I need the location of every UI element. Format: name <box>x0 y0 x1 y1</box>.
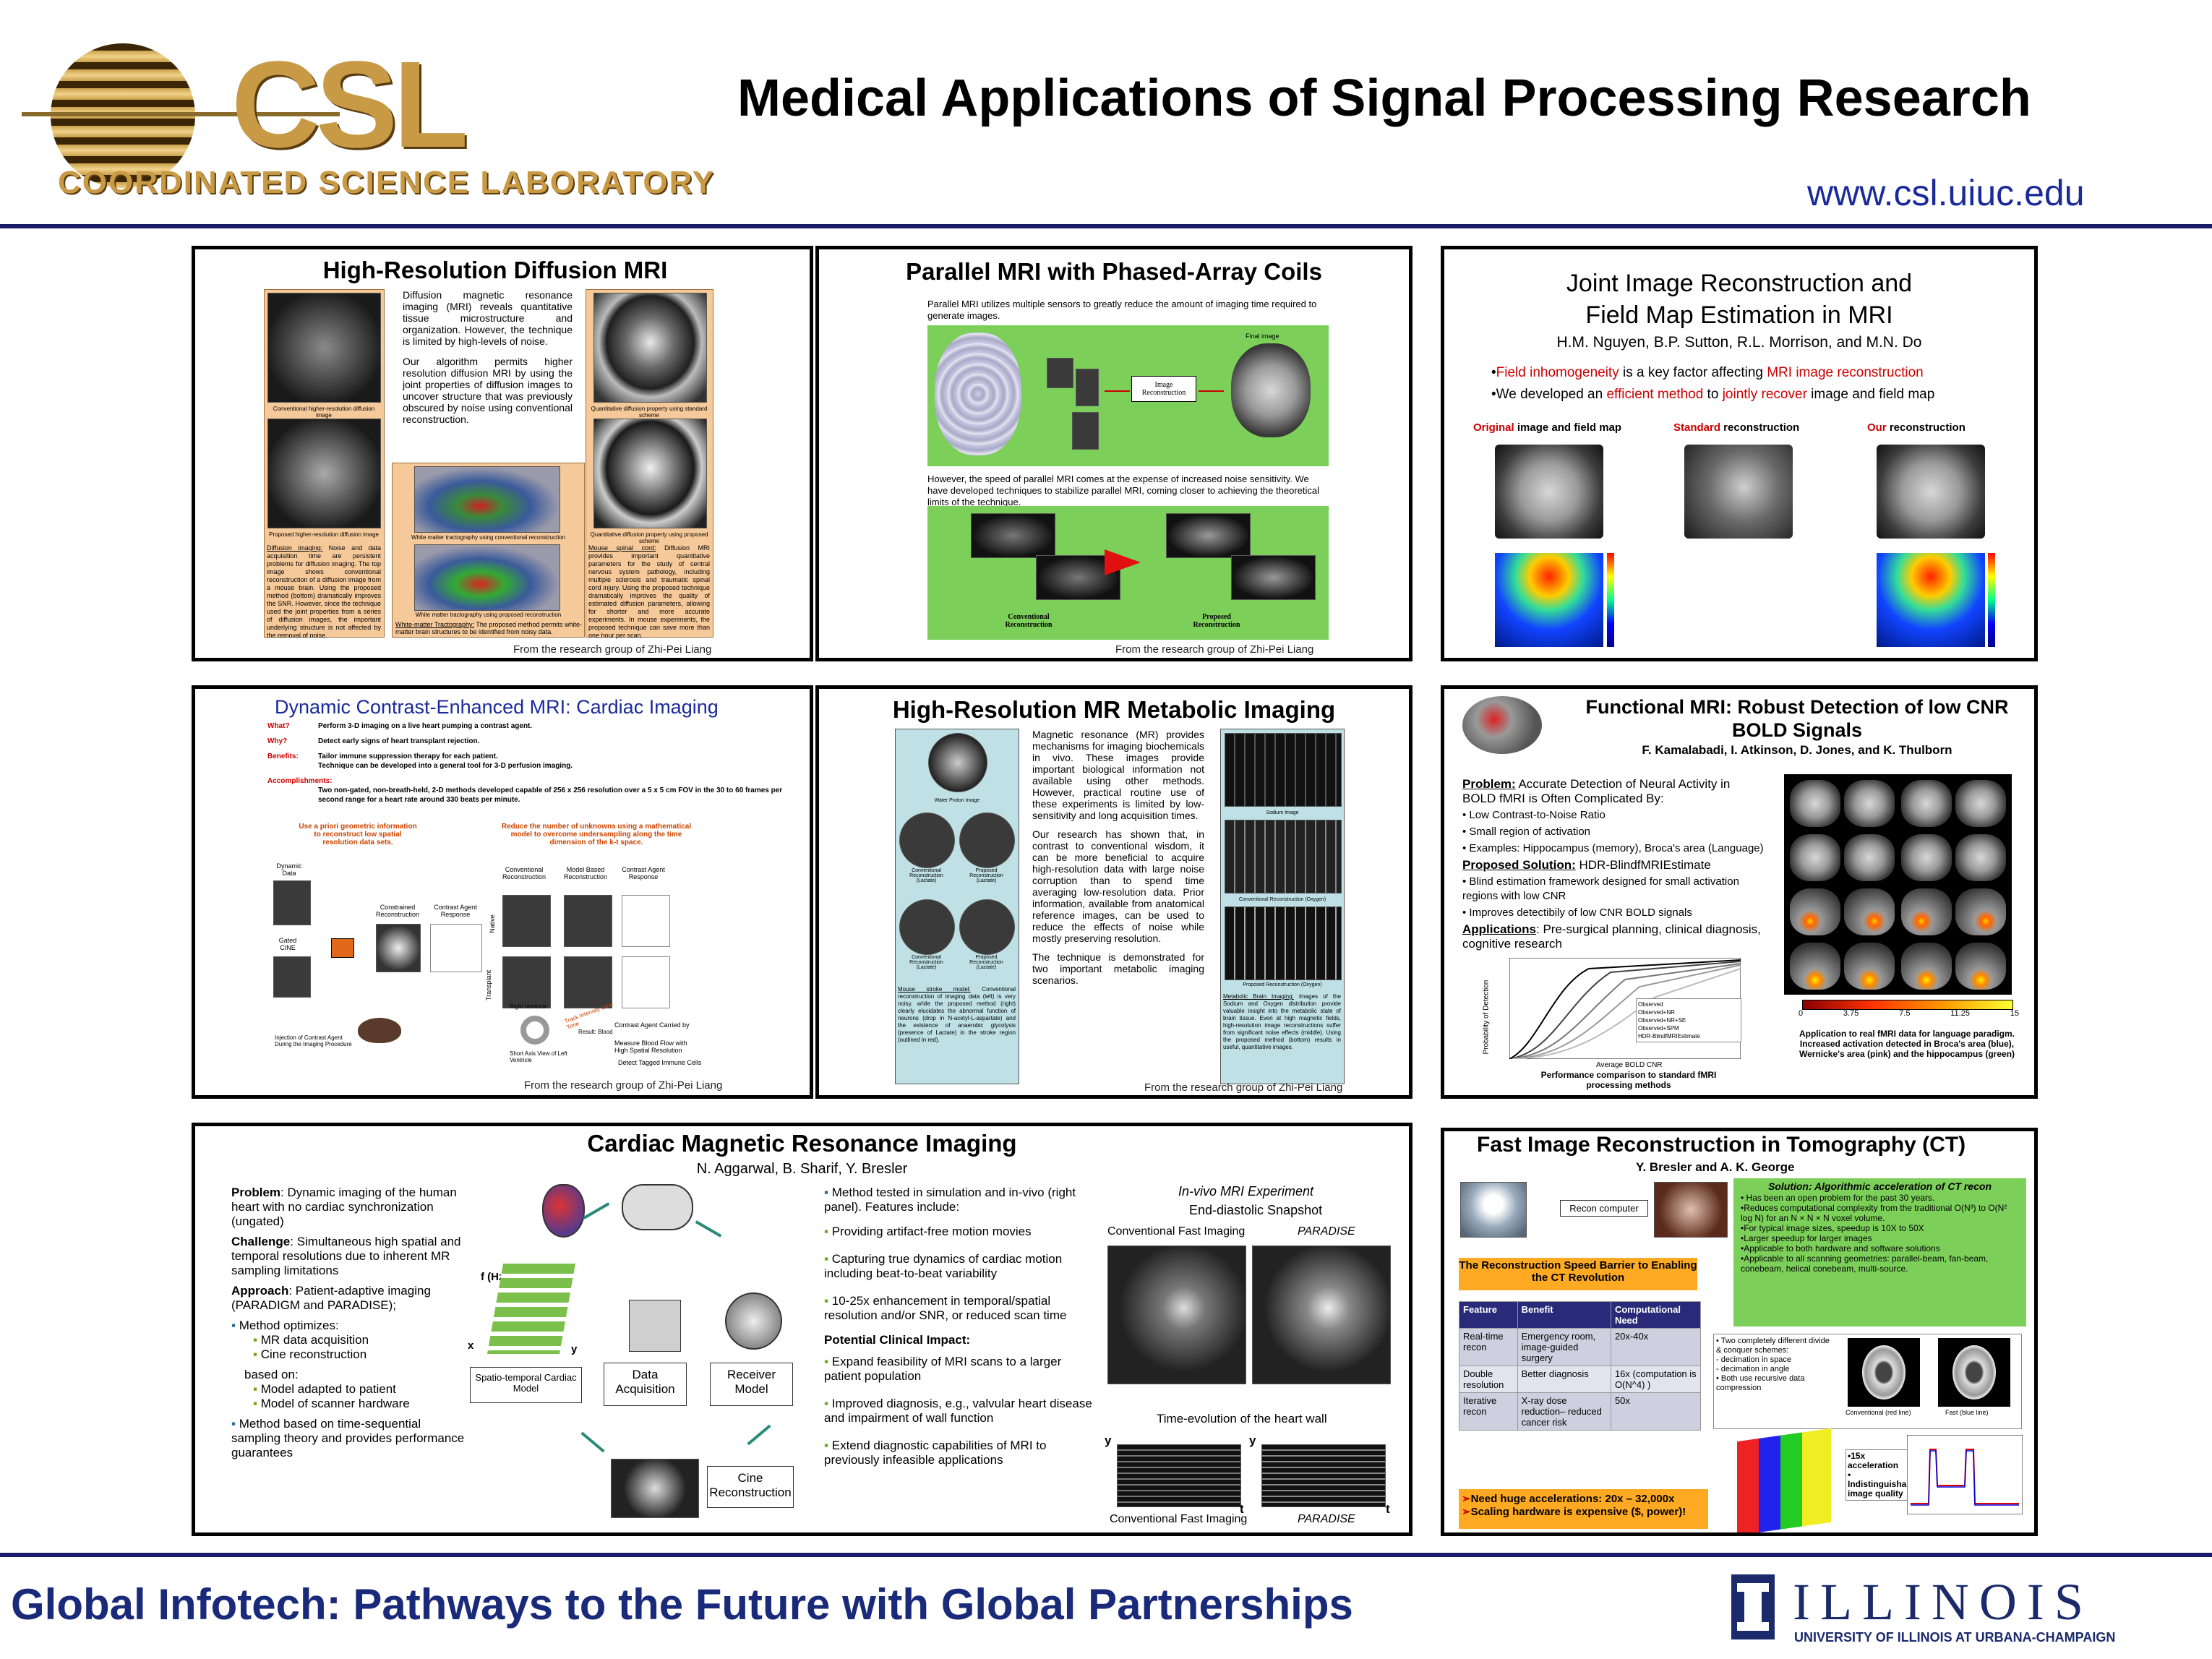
panel-cardiac-mri: Cardiac Magnetic Resonance Imaging N. Ag… <box>192 1123 1412 1536</box>
acceleration-banner: ➢Need huge accelerations: 20x – 32,000x … <box>1459 1489 1708 1529</box>
overview-list: What?Perform 3-D imaging on a live heart… <box>267 722 783 804</box>
activation-colorbar <box>1802 1000 2013 1010</box>
diffusion-image-proposed <box>267 419 381 528</box>
spectral-stack <box>486 1264 576 1354</box>
left-figure: Water Proton Image Conventional Reconstr… <box>895 729 1019 1084</box>
flow-arrow <box>695 1220 722 1238</box>
right-figure: Quantitative diffusion property using st… <box>586 289 713 639</box>
credit: From the research group of Zhi-Pei Liang <box>1144 1081 1343 1094</box>
site-url[interactable]: www.csl.uiuc.edu <box>1807 173 2085 213</box>
cube-icon <box>1737 1428 1831 1532</box>
uni-name: ILLINOIS <box>1793 1573 2093 1631</box>
panel-title: Parallel MRI with Phased-Array Coils <box>906 258 1322 285</box>
divide-conquer-box: • Two completely different divide & conq… <box>1713 1334 2022 1429</box>
intro-text: Magnetic resonance (MR) provides mechani… <box>1032 729 1204 986</box>
colorbar <box>1607 553 1614 647</box>
fa-map-proposed <box>593 419 707 528</box>
header-rule <box>0 224 2212 228</box>
panel-parallel-mri: Parallel MRI with Phased-Array Coils Par… <box>815 246 1412 661</box>
logo-text: COORDINATED SCIENCE LABORATORY <box>58 165 716 200</box>
tractography-proposed <box>414 544 560 611</box>
phantom-fast <box>1938 1338 2010 1407</box>
speed-barrier-banner: The Reconstruction Speed Barrier to Enab… <box>1459 1258 1697 1290</box>
credit: From the research group of Zhi-Pei Liang <box>1115 643 1314 656</box>
coil-array <box>935 333 1021 455</box>
original-image <box>1495 445 1603 539</box>
panel-title: Dynamic Contrast-Enhanced MRI: Cardiac I… <box>275 696 719 718</box>
flow-arrow <box>580 1431 605 1453</box>
conventional-snapshot <box>1107 1246 1246 1384</box>
coil-diagram: Image Reconstruction Final image <box>927 325 1329 466</box>
mri-scanner-icon <box>622 1184 693 1230</box>
arrow <box>1105 549 1141 575</box>
image-reconstruction-box: Image Reconstruction <box>1131 376 1196 402</box>
footer-rule <box>0 1553 2212 1557</box>
heart-model <box>542 1184 585 1238</box>
receiver-icon <box>725 1293 782 1350</box>
features-text: ▪ Method tested in simulation and in-viv… <box>824 1186 1092 1467</box>
ct-scanner-icon <box>1460 1182 1527 1238</box>
solution-box: Solution: Algorithmic acceleration of CT… <box>1733 1178 2026 1326</box>
heart-ring <box>520 1016 549 1045</box>
fa-map-standard <box>593 293 707 403</box>
standard-image <box>1684 445 1793 539</box>
page-title: Medical Applications of Signal Processin… <box>737 69 2031 127</box>
colorbar <box>1988 553 1995 647</box>
panel-diffusion-mri: High-Resolution Diffusion MRI Convention… <box>192 246 813 661</box>
brain-logo <box>1462 696 1542 754</box>
footer-title: Global Infotech: Pathways to the Future … <box>11 1580 1353 1629</box>
our-field-map <box>1877 553 1985 647</box>
ct-image <box>1654 1182 1728 1238</box>
logo-bar <box>22 112 340 116</box>
intro-text: Diffusion magnetic resonance imaging (MR… <box>403 289 573 425</box>
illinois-logo <box>1731 1574 1775 1639</box>
recon-block <box>331 938 354 958</box>
panel-title: Cardiac Magnetic Resonance Imaging <box>587 1130 1017 1157</box>
panel-field-map: Joint Image Reconstruction and Field Map… <box>1441 246 2038 661</box>
paradise-snapshot <box>1252 1246 1391 1384</box>
panel-dce-mri: Dynamic Contrast-Enhanced MRI: Cardiac I… <box>192 685 813 1099</box>
panel-fmri: Functional MRI: Robust Detection of low … <box>1441 685 2038 1099</box>
panel-ct: Fast Image Reconstruction in Tomography … <box>1441 1128 2038 1536</box>
flow-arrow <box>583 1202 610 1219</box>
recon-comparison: Conventional Reconstruction Proposed Rec… <box>927 506 1329 640</box>
paradise-time-evolution <box>1261 1444 1386 1507</box>
flow-arrow <box>747 1424 771 1446</box>
diffusion-image-conventional <box>267 293 381 403</box>
right-figure: Sodium Image Conventional Reconstruction… <box>1220 729 1345 1084</box>
panel-title: High-Resolution Diffusion MRI <box>322 257 668 283</box>
phantom-conventional <box>1848 1338 1920 1407</box>
coil-icon <box>629 1300 681 1352</box>
panel-title: High-Resolution MR Metabolic Imaging <box>892 696 1336 723</box>
left-figure: Conventional higher-resolution diffusion… <box>264 289 385 639</box>
uni-sub: UNIVERSITY OF ILLINOIS AT URBANA-CHAMPAI… <box>1794 1630 2116 1645</box>
tractography-figure: White matter tractography using conventi… <box>392 463 585 638</box>
tractography-conventional <box>414 466 560 533</box>
panel-metabolic: High-Resolution MR Metabolic Imaging Wat… <box>815 685 1412 1099</box>
csl-logo: CSL COORDINATED SCIENCE LABORATORY <box>22 29 713 224</box>
logo-mark: CSL <box>231 36 468 173</box>
credit: From the research group of Zhi-Pei Liang <box>524 1079 723 1092</box>
cine-image <box>611 1459 699 1518</box>
our-image <box>1877 445 1985 539</box>
recon-computer: Recon computer <box>1560 1200 1648 1217</box>
cardiac-text: Problem: Dynamic imaging of the human he… <box>231 1186 465 1459</box>
mouse <box>358 1018 401 1043</box>
fmri-slices <box>1784 774 2012 995</box>
fmri-text: Problem: Accurate Detection of Neural Ac… <box>1462 777 1764 951</box>
credit: From the research group of Zhi-Pei Liang <box>513 643 712 656</box>
final-image <box>1231 343 1311 437</box>
conventional-time-evolution <box>1117 1444 1241 1507</box>
profile-plot <box>1907 1435 2023 1514</box>
original-field-map <box>1495 553 1603 647</box>
